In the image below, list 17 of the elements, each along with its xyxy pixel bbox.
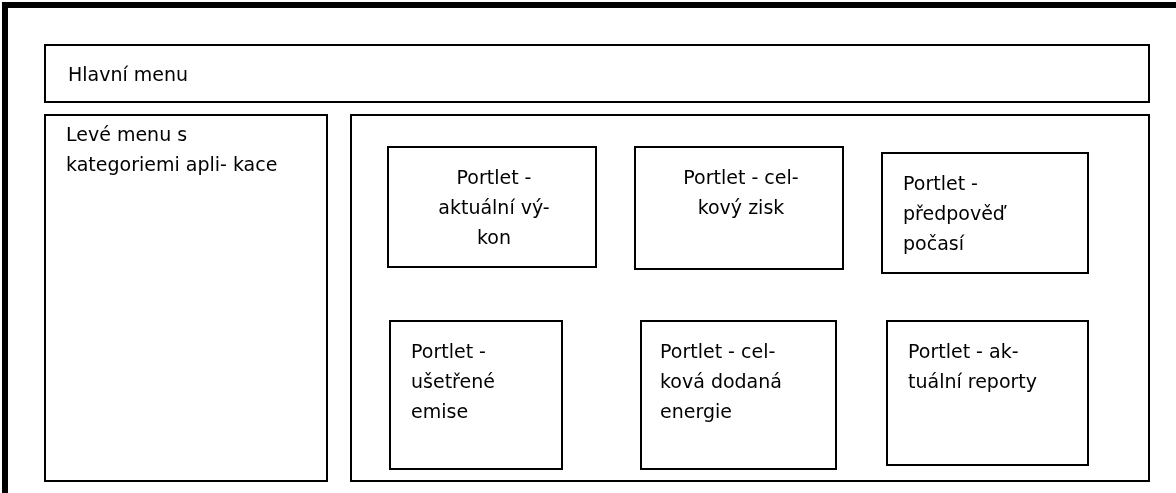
menu-label: Hlavní menu: [68, 62, 190, 87]
portlet-label: Portlet - předpověď počasí: [903, 171, 1008, 256]
portlet-label: Portlet - cel- ková dodaná energie: [660, 339, 783, 424]
portlet-label: Portlet - cel- kový zisk: [682, 165, 800, 220]
portlet-box: [881, 152, 1089, 274]
portlet-label: Portlet - ak- tuální reporty: [908, 339, 1039, 394]
left-menu-panel: [44, 114, 328, 482]
portlet-label: Portlet - ušetřené emise: [411, 339, 496, 424]
portlet-box: [634, 146, 844, 270]
main-menu-bar: [44, 44, 1150, 103]
portlet-box: [640, 320, 837, 470]
content-panel: [350, 114, 1150, 482]
portlet-label: Portlet - aktuální vý- kon: [437, 165, 551, 250]
portlet-box: [389, 320, 563, 470]
menu-label: Levé menu s kategoriemi apli- kace: [66, 122, 279, 177]
portlet-box: [387, 146, 597, 268]
portlet-box: [886, 320, 1089, 466]
